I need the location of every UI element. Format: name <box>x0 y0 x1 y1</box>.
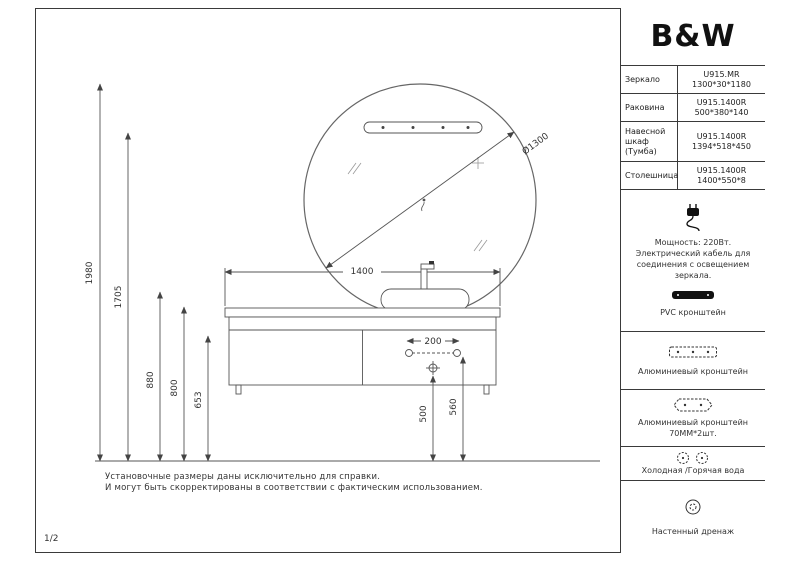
spec-code: U915.1400R <box>696 97 747 107</box>
power-text-line3: соединения с освещением <box>636 260 750 269</box>
dim-cabinet-width: 1400 <box>224 265 501 306</box>
spec-size: 500*380*140 <box>694 107 749 117</box>
legend-water: Холодная /Горячая вода <box>621 447 765 481</box>
pvc-bracket-icon <box>672 291 714 299</box>
dim-label-200: 200 <box>424 337 441 347</box>
spec-label: Раковина <box>621 94 678 121</box>
spec-code: U915.1400R <box>696 165 747 175</box>
dim-label-500: 500 <box>419 405 429 422</box>
dim-total-height: 1980 <box>85 83 103 462</box>
dim-drain-height: 500 <box>419 375 436 462</box>
dim-water-height: 560 <box>449 356 466 462</box>
spec-value: U915.1400R 1400*550*8 <box>678 162 765 189</box>
legend-alu-bracket-2: Алюминиевый кронштейн 70ММ*2шт. <box>621 390 765 447</box>
table-row-countertop: Столешница U915.1400R 1400*550*8 <box>621 162 765 190</box>
wall-bracket-right <box>483 384 490 395</box>
alu2-label-line2: 70ММ*2шт. <box>669 429 717 438</box>
legend-drain: Настенный дренаж <box>621 481 765 553</box>
pvc-label: PVC кронштейн <box>660 308 726 317</box>
vanity-cabinet <box>224 307 501 395</box>
alu-label: Алюминиевый кронштейн <box>637 366 749 376</box>
table-row-cabinet: Навесной шкаф (Тумба) U915.1400R 1394*51… <box>621 122 765 162</box>
alu-bracket-icon <box>669 346 717 357</box>
dim-label-800: 800 <box>170 379 180 396</box>
table-row-mirror: Зеркало U915.MR 1300*30*1180 <box>621 66 765 94</box>
dim-mirror-top-height: 1705 <box>114 132 131 462</box>
power-cable-icon <box>686 204 700 232</box>
vessel-sink <box>380 288 470 311</box>
spec-size: 1394*518*450 <box>692 141 751 151</box>
spec-label: Навесной шкаф (Тумба) <box>621 122 678 161</box>
wall-bracket-left <box>235 384 242 395</box>
dim-label-560: 560 <box>449 398 459 415</box>
spec-label: Зеркало <box>621 66 678 93</box>
table-row-sink: Раковина U915.1400R 500*380*140 <box>621 94 765 122</box>
drain-symbol <box>426 361 440 375</box>
spec-code: U915.MR <box>703 69 740 79</box>
spec-panel: B&W Зеркало U915.MR 1300*30*1180 Раковин… <box>620 8 765 553</box>
drain-label: Настенный дренаж <box>651 526 735 536</box>
power-text-line1: Мощность: 220Вт. <box>654 238 732 247</box>
spec-label: Столешница <box>621 162 678 189</box>
dim-mirror-diameter: Ø1300 <box>325 131 551 269</box>
faucet <box>420 261 435 291</box>
note-line2: И могут быть скорректированы в соответст… <box>105 483 483 493</box>
brand-logo-text: B&W <box>650 19 736 54</box>
spec-size: 1300*30*1180 <box>692 79 751 89</box>
power-text-line4: зеркала. <box>674 271 712 280</box>
dim-drain-spacing: 200 <box>406 335 460 347</box>
spec-value: U915.1400R 1394*518*450 <box>678 122 765 161</box>
dim-label-653: 653 <box>194 391 204 408</box>
spec-size: 1400*550*8 <box>697 175 746 185</box>
water-supply-icon <box>677 452 708 464</box>
dim-label-1705: 1705 <box>114 286 124 309</box>
page-number: 1/2 <box>44 534 59 544</box>
dim-counter-height: 880 <box>146 291 163 462</box>
alu-bracket-2-icon <box>673 398 713 412</box>
dim-cabinet-bottom-height: 653 <box>194 335 211 462</box>
dim-label-1400: 1400 <box>351 267 374 277</box>
dim-label-diameter: Ø1300 <box>520 131 551 158</box>
water-label: Холодная /Горячая вода <box>641 466 745 475</box>
spec-value: U915.1400R 500*380*140 <box>678 94 765 121</box>
mirror-center-hook <box>421 198 426 212</box>
alu2-label-line1: Алюминиевый кронштейн <box>637 418 749 427</box>
spec-table: Зеркало U915.MR 1300*30*1180 Раковина U9… <box>621 66 765 190</box>
legend-power-pvc: Мощность: 220Вт. Электрический кабель дл… <box>621 190 765 332</box>
note-line1: Установочные размеры даны исключительно … <box>105 472 381 482</box>
legend-alu-bracket: Алюминиевый кронштейн <box>621 332 765 390</box>
dim-label-1980: 1980 <box>85 261 95 284</box>
power-text-line2: Электрический кабель для <box>635 249 751 258</box>
spec-code: U915.1400R <box>696 131 747 141</box>
installation-note: Установочные размеры даны исключительно … <box>105 472 483 494</box>
spec-value: U915.MR 1300*30*1180 <box>678 66 765 93</box>
brand-logo: B&W <box>621 8 765 66</box>
dim-cabinet-top-height: 800 <box>170 306 187 462</box>
technical-drawing: 1980 1705 880 800 653 <box>85 83 600 462</box>
water-supply-symbols <box>405 349 461 357</box>
wall-drain-icon <box>685 499 701 514</box>
countertop <box>224 307 501 318</box>
dim-label-880: 880 <box>146 371 156 388</box>
